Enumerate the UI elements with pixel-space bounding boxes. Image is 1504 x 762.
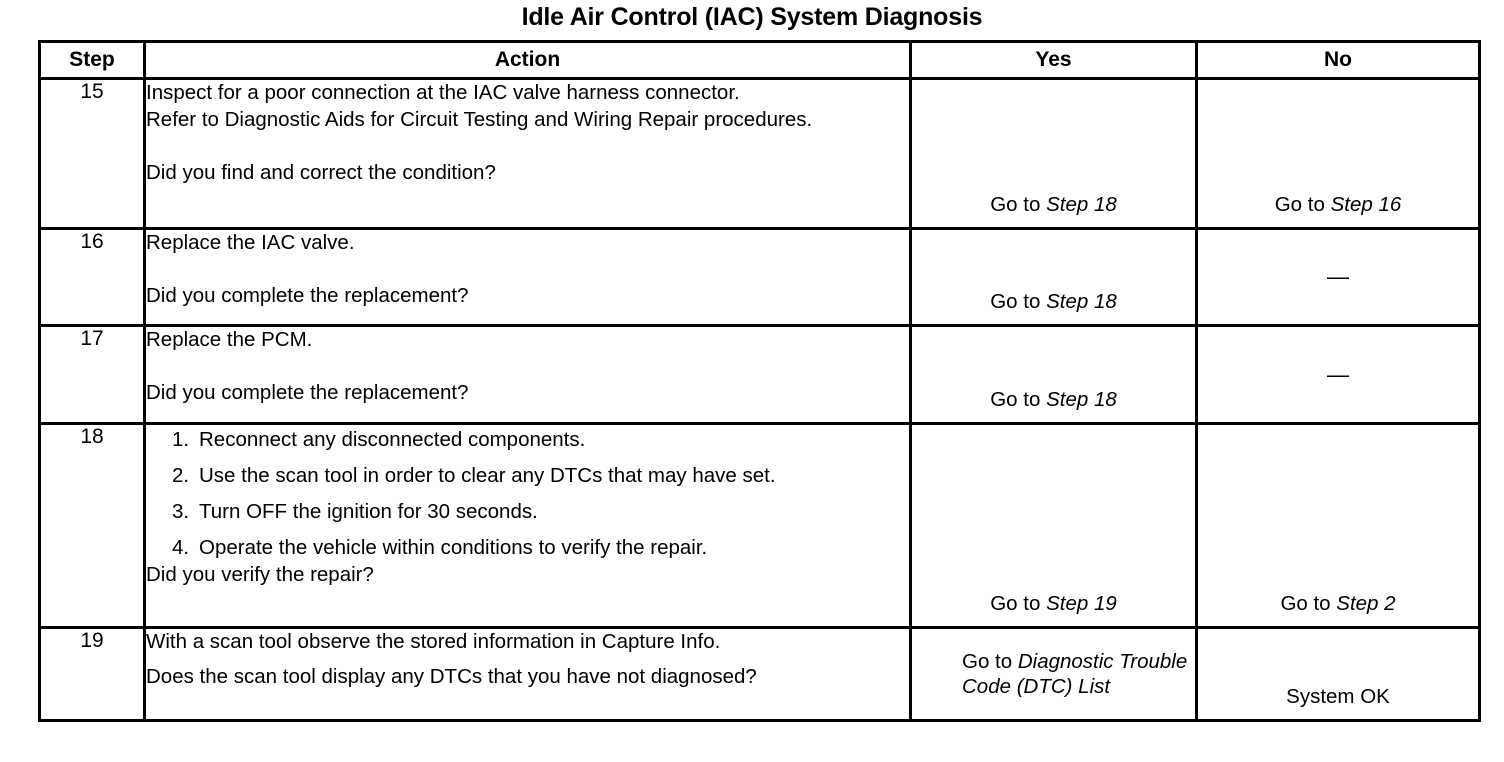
- yes-reference: Diagnostic Trouble Code (DTC) List: [962, 650, 1188, 698]
- action-question: Does the scan tool display any DTCs that…: [146, 665, 757, 688]
- no-cell: System OK: [1195, 626, 1481, 722]
- yes-cell: Go to Step 18: [909, 227, 1198, 327]
- action-line: Inspect for a poor connection at the IAC…: [146, 81, 740, 104]
- no-step-ref: Step 16: [1330, 193, 1402, 216]
- yes-prefix: Go to: [962, 650, 1018, 673]
- yes-step-ref: Step 18: [1046, 290, 1117, 313]
- yes-cell: Go to Step 18: [909, 324, 1198, 425]
- yes-cell: Go to Diagnostic Trouble Code (DTC) List: [909, 626, 1198, 722]
- yes-step-ref: Step 18: [1046, 388, 1117, 411]
- no-step-ref: Step 2: [1336, 592, 1396, 615]
- action-cell: With a scan tool observe the stored info…: [143, 626, 912, 722]
- step-number: 16: [38, 227, 146, 327]
- yes-prefix: Go to: [990, 388, 1047, 411]
- step-number: 18: [38, 422, 146, 629]
- no-result: System OK: [1286, 685, 1390, 708]
- action-question: Did you complete the replacement?: [146, 381, 469, 404]
- action-cell: Replace the PCM. Did you complete the re…: [143, 324, 912, 425]
- action-cell: Replace the IAC valve. Did you complete …: [143, 227, 912, 327]
- yes-cell: Go to Step 19: [909, 422, 1198, 629]
- table-row: 16 Replace the IAC valve. Did you comple…: [38, 227, 1481, 327]
- yes-prefix: Go to: [990, 193, 1047, 216]
- table-row: 17 Replace the PCM. Did you complete the…: [38, 324, 1481, 425]
- list-item: Use the scan tool in order to clear any …: [172, 463, 776, 488]
- step-number: 17: [38, 324, 146, 425]
- page-title: Idle Air Control (IAC) System Diagnosis: [521, 3, 983, 31]
- step-number: 19: [38, 626, 146, 722]
- action-cell: Inspect for a poor connection at the IAC…: [143, 77, 912, 230]
- table-header-row: Step Action Yes No: [38, 40, 1481, 80]
- list-item: Operate the vehicle within conditions to…: [172, 535, 708, 560]
- no-cell: —: [1195, 324, 1481, 425]
- no-empty-dash: —: [1327, 361, 1349, 387]
- no-cell: —: [1195, 227, 1481, 327]
- column-header-no: No: [1195, 40, 1481, 80]
- table-row: 18 Reconnect any disconnected components…: [38, 422, 1481, 629]
- iac-diagnosis-table: Step Action Yes No 15 Inspect for a poor…: [38, 40, 1481, 722]
- table-row: 15 Inspect for a poor connection at the …: [38, 77, 1481, 230]
- list-item: Reconnect any disconnected components.: [172, 427, 586, 452]
- yes-cell: Go to Step 18: [909, 77, 1198, 230]
- no-empty-dash: —: [1327, 264, 1349, 289]
- no-cell: Go to Step 2: [1195, 422, 1481, 629]
- yes-prefix: Go to: [990, 592, 1047, 615]
- action-line: Replace the IAC valve.: [146, 231, 355, 254]
- action-question: Did you verify the repair?: [146, 563, 374, 586]
- no-prefix: Go to: [1280, 592, 1337, 615]
- list-item: Turn OFF the ignition for 30 seconds.: [172, 499, 538, 524]
- action-question: Did you find and correct the condition?: [146, 161, 496, 184]
- action-line: With a scan tool observe the stored info…: [146, 630, 721, 653]
- action-line: Replace the PCM.: [146, 328, 313, 351]
- action-cell: Reconnect any disconnected components. U…: [143, 422, 912, 629]
- yes-step-ref: Step 18: [1046, 193, 1117, 216]
- column-header-step: Step: [38, 40, 146, 80]
- column-header-yes: Yes: [909, 40, 1198, 80]
- table-row: 19 With a scan tool observe the stored i…: [38, 626, 1481, 722]
- action-question: Did you complete the replacement?: [146, 284, 469, 307]
- yes-step-ref: Step 19: [1046, 592, 1117, 615]
- yes-prefix: Go to: [990, 290, 1047, 313]
- no-cell: Go to Step 16: [1195, 77, 1481, 230]
- step-number: 15: [38, 77, 146, 230]
- column-header-action: Action: [143, 40, 912, 80]
- action-ordered-list: Reconnect any disconnected components. U…: [146, 427, 909, 560]
- no-prefix: Go to: [1274, 193, 1331, 216]
- action-line: Refer to Diagnostic Aids for Circuit Tes…: [146, 108, 813, 131]
